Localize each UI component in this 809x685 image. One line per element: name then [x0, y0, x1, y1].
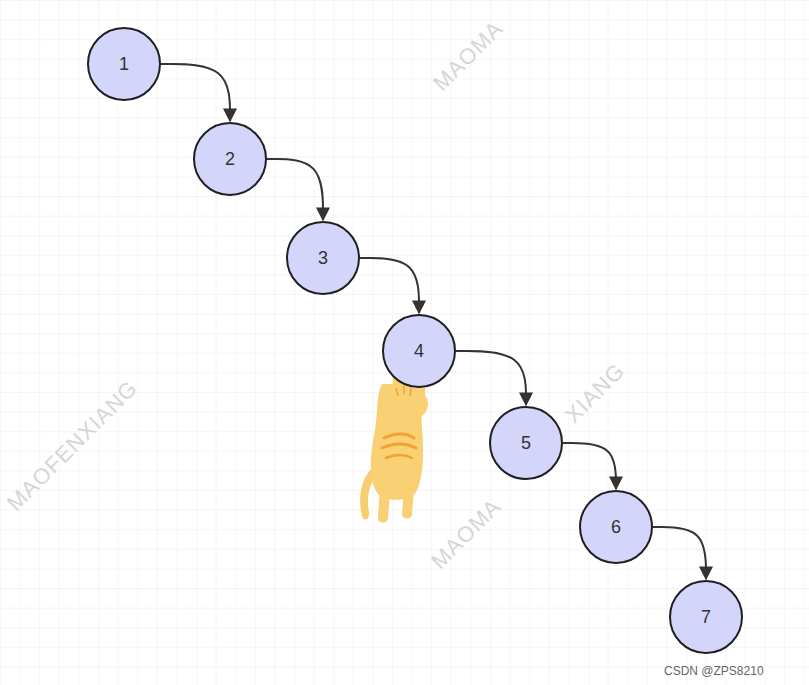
node-number: 2: [225, 149, 235, 170]
list-node-circle: 1: [87, 27, 161, 101]
list-node-circle: 2: [193, 122, 267, 196]
list-node-circle: 3: [286, 221, 360, 295]
arrow-connector: [161, 64, 230, 121]
arrow-connector: [563, 443, 616, 489]
credit-text: CSDN @ZPS8210: [664, 664, 764, 678]
list-node-circle: 5: [489, 406, 563, 480]
node-number: 6: [611, 517, 621, 538]
node-number: 3: [318, 248, 328, 269]
arrow-connector: [653, 527, 706, 579]
node-number: 4: [414, 341, 424, 362]
arrow-connector: [360, 258, 419, 313]
arrow-connector: [267, 159, 323, 220]
node-number: 5: [521, 433, 531, 454]
list-node-circle: 7: [669, 580, 743, 654]
node-number: 7: [701, 607, 711, 628]
arrow-connector: [456, 351, 526, 405]
node-number: 1: [119, 54, 129, 75]
list-node-circle: 6: [579, 490, 653, 564]
list-node-circle: 4: [382, 314, 456, 388]
